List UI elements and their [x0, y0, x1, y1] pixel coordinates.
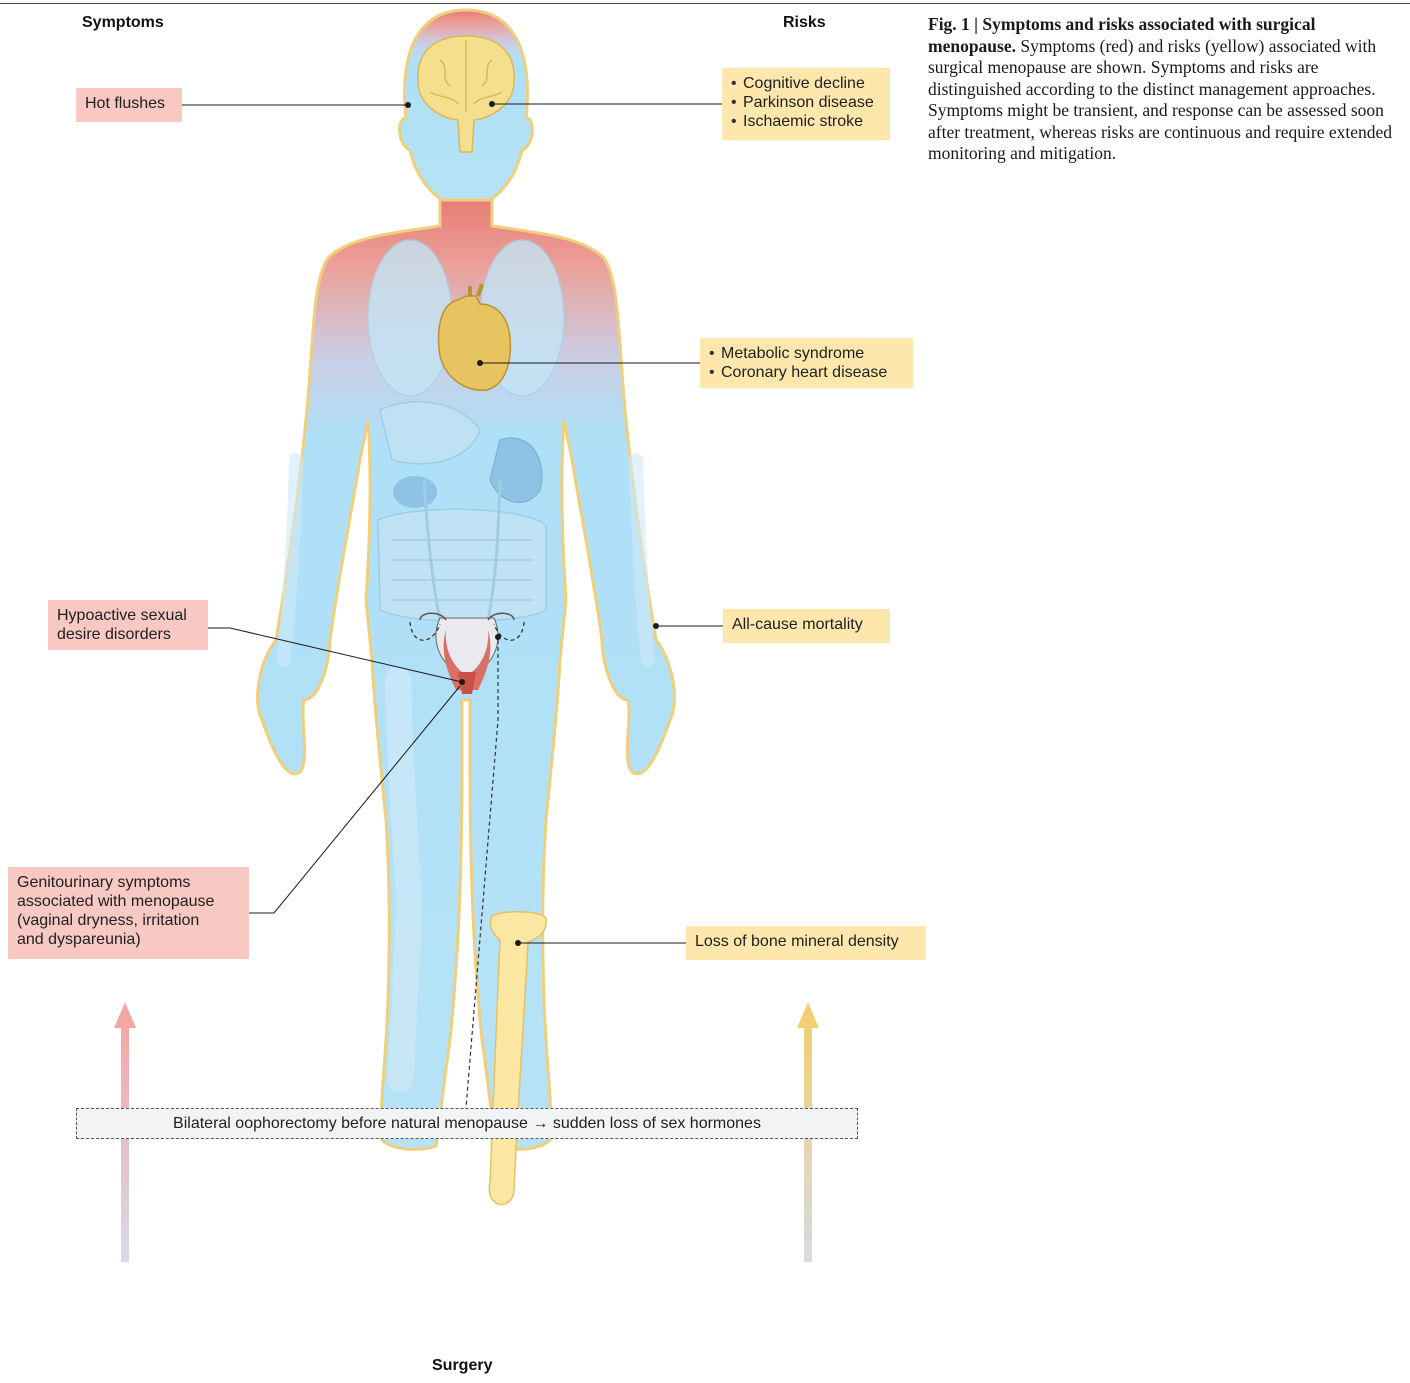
- genitourinary-line-2: associated with menopause: [17, 892, 240, 911]
- risk-parkinson-disease: Parkinson disease: [731, 93, 881, 112]
- genitourinary-label: Genitourinary symptoms associated with m…: [8, 867, 249, 959]
- brain-risks-label: Cognitive decline Parkinson disease Isch…: [722, 68, 890, 140]
- hot-flushes-label: Hot flushes: [76, 88, 182, 122]
- risk-ischaemic-stroke: Ischaemic stroke: [731, 112, 881, 131]
- mortality-label: All-cause mortality: [723, 609, 890, 643]
- figure-caption: Fig. 1 | Symptoms and risks associated w…: [928, 14, 1404, 165]
- genitourinary-line-4: and dyspareunia): [17, 930, 240, 949]
- mortality-text: All-cause mortality: [732, 616, 863, 633]
- genitourinary-line-1: Genitourinary symptoms: [17, 873, 240, 892]
- hypoactive-line-2: desire disorders: [57, 625, 199, 644]
- bone-density-text: Loss of bone mineral density: [695, 933, 899, 950]
- hot-flushes-text: Hot flushes: [85, 95, 165, 112]
- risk-metabolic-syndrome: Metabolic syndrome: [709, 344, 904, 363]
- risk-cognitive-decline: Cognitive decline: [731, 74, 881, 93]
- caption-label: Fig. 1 |: [928, 14, 978, 34]
- symptoms-header: Symptoms: [82, 14, 164, 32]
- risks-header: Risks: [783, 14, 826, 32]
- bone-density-label: Loss of bone mineral density: [686, 926, 926, 960]
- heart-risks-label: Metabolic syndrome Coronary heart diseas…: [700, 338, 913, 388]
- body-silhouette: [258, 10, 675, 1149]
- surgery-header: Surgery: [432, 1357, 492, 1375]
- hypoactive-label: Hypoactive sexual desire disorders: [48, 600, 208, 650]
- risk-coronary-heart-disease: Coronary heart disease: [709, 363, 904, 382]
- hypoactive-line-1: Hypoactive sexual: [57, 606, 199, 625]
- surgery-box: Bilateral oophorectomy before natural me…: [76, 1108, 858, 1139]
- genitourinary-line-3: (vaginal dryness, irritation: [17, 911, 240, 930]
